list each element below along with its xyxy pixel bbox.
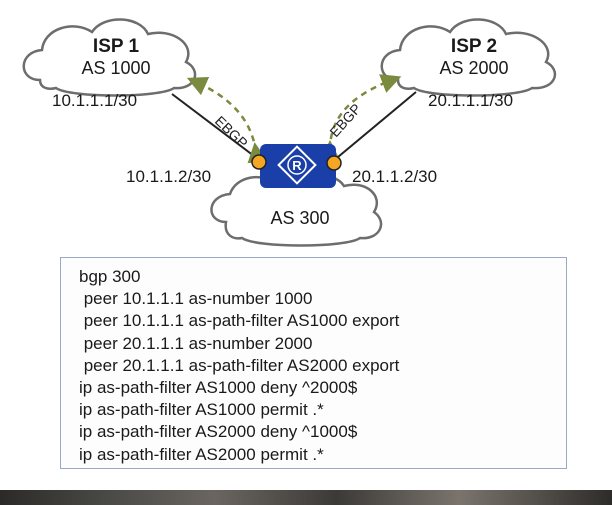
router-as-title: AS 300 <box>250 208 350 229</box>
router-right-interface-label: 20.1.1.2/30 <box>352 167 438 186</box>
config-line: peer 20.1.1.1 as-path-filter AS2000 expo… <box>79 355 400 375</box>
router-diamond-icon <box>277 145 317 185</box>
ebgp-right-label: EBGP <box>326 100 364 140</box>
ebgp-left-label: EBGP <box>212 113 251 152</box>
config-line: ip as-path-filter AS2000 deny ^1000$ <box>79 422 358 442</box>
as300-cloud-icon <box>210 171 383 247</box>
config-line: ip as-path-filter AS1000 permit .* <box>79 400 324 420</box>
config-line: peer 20.1.1.1 as-number 2000 <box>79 333 313 353</box>
ebgp-session-right-arrow <box>319 74 402 161</box>
isp2-title: ISP 2 AS 2000 <box>418 36 530 79</box>
isp1-title: ISP 1 AS 1000 <box>60 36 172 79</box>
isp1-name: ISP 1 <box>92 36 140 57</box>
config-line: peer 10.1.1.1 as-path-filter AS1000 expo… <box>79 311 400 331</box>
isp2-name: ISP 2 <box>450 36 498 57</box>
isp2-interface-label: 20.1.1.1/30 <box>428 91 514 110</box>
isp1-as: AS 1000 <box>81 57 151 78</box>
router-left-interface-label: 10.1.1.2/30 <box>126 167 212 186</box>
photo-bottom-edge <box>0 490 612 505</box>
isp1-cloud-icon <box>22 18 197 97</box>
isp2-cloud-icon <box>380 18 557 97</box>
config-line: bgp 300 <box>79 267 141 286</box>
isp2-as: AS 2000 <box>439 57 509 78</box>
router-emblem-icon <box>287 155 307 175</box>
config-lines: bgp 300 peer 10.1.1.1 as-number 1000 pee… <box>79 266 399 466</box>
router-port-right-icon <box>326 155 342 171</box>
router-port-left-icon <box>251 154 267 170</box>
config-line: peer 10.1.1.1 as-number 1000 <box>79 289 313 309</box>
router-as: AS 300 <box>270 208 330 228</box>
bgp-config-box: bgp 300 peer 10.1.1.1 as-number 1000 pee… <box>60 257 567 469</box>
router-letter: R <box>292 158 302 173</box>
router-body-icon <box>260 144 336 188</box>
config-line: ip as-path-filter AS2000 permit .* <box>79 444 324 464</box>
config-line: ip as-path-filter AS1000 deny ^2000$ <box>79 378 358 398</box>
isp1-interface-label: 10.1.1.1/30 <box>52 91 138 110</box>
